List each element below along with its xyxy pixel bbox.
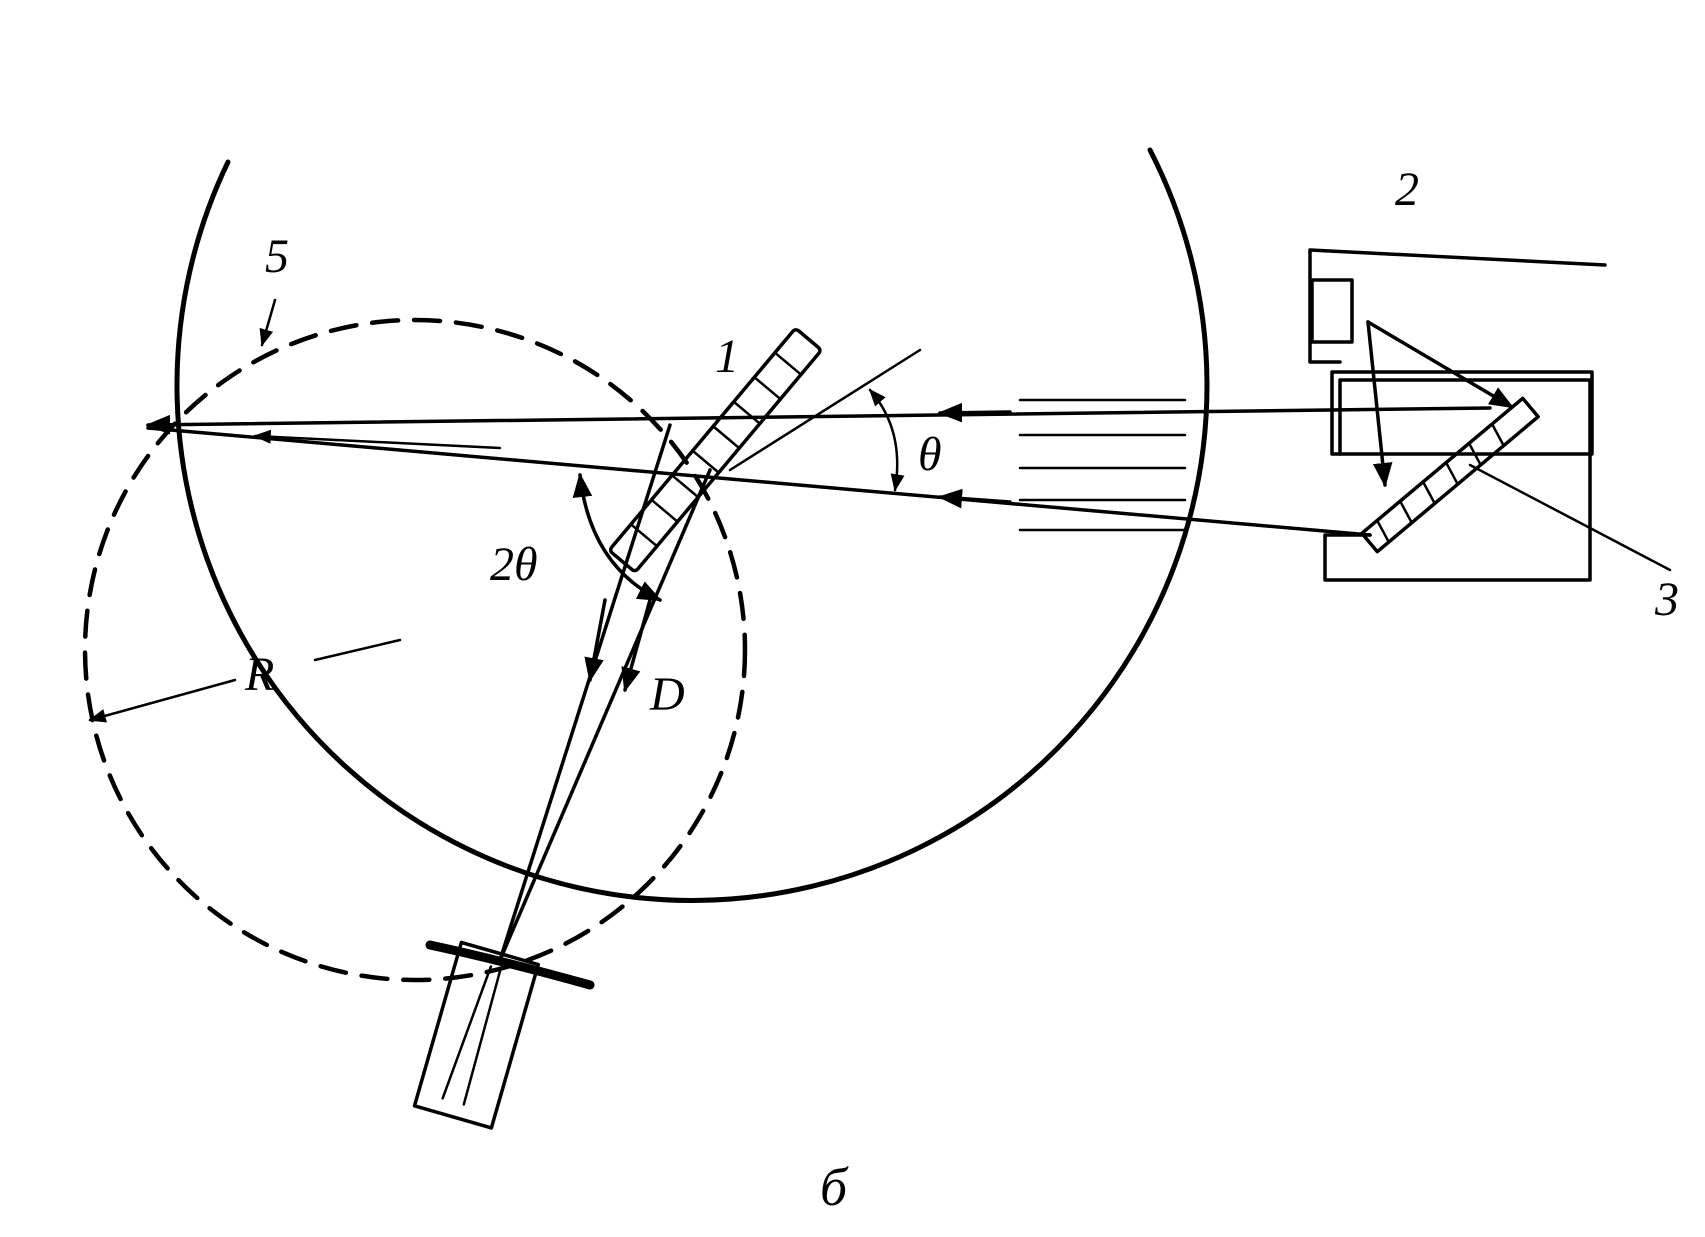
monochromator-block	[1323, 320, 1672, 582]
diffracted-arrow-2	[621, 598, 652, 693]
label-two-theta: 2θ	[490, 538, 538, 591]
collimator-lines	[1018, 398, 1187, 532]
label-theta: θ	[918, 428, 942, 481]
label-source: 2	[1395, 163, 1419, 216]
radius-pointer	[88, 678, 237, 723]
label-focusing-circle: 5	[265, 230, 289, 283]
camera-circle	[174, 147, 1210, 903]
label-radius: R	[244, 648, 274, 701]
x-ray-source	[1308, 248, 1607, 456]
crystal-normal-line	[728, 348, 922, 472]
label-monochromator: 3	[1654, 573, 1679, 626]
incident-beam-upper	[145, 406, 1492, 435]
two-theta-arc	[572, 472, 663, 602]
diffracted-beam-right	[498, 468, 712, 962]
reflected-beam-to-focus	[253, 429, 502, 450]
detector-film	[412, 940, 541, 1130]
diffracted-arrow-1	[584, 598, 607, 683]
incident-beam-lower	[146, 426, 1372, 537]
theta-arc	[868, 388, 905, 492]
label-diameter: D	[649, 668, 685, 721]
label-crystal: 1	[715, 330, 739, 383]
figure-caption: б	[820, 1157, 849, 1217]
focusing-circle	[82, 317, 748, 983]
